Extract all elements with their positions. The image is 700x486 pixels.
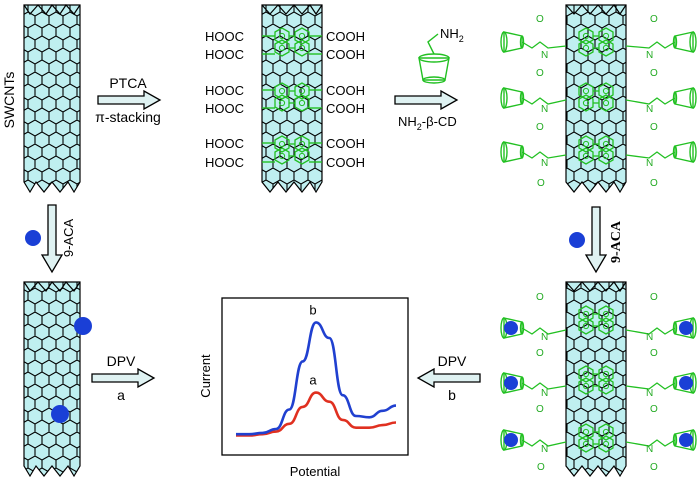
curve-label-a: a (309, 373, 317, 388)
curve-a (235, 391, 397, 437)
svg-text:N: N (541, 444, 548, 455)
svg-text:COOH: COOH (326, 155, 365, 170)
svg-text:N: N (646, 158, 653, 169)
svg-text:N: N (646, 388, 653, 399)
svg-text:HOOC: HOOC (205, 29, 244, 44)
hooc-groups: HOOC HOOC HOOC HOOC HOOC HOOC (205, 29, 244, 170)
svg-text:N: N (646, 50, 653, 61)
pi-stacking-label: π-stacking (95, 109, 161, 125)
arrow-down-right (584, 206, 608, 274)
svg-text:O: O (650, 178, 658, 189)
swcnt-ptca (261, 4, 323, 194)
svg-text:N: N (541, 388, 548, 399)
svg-text:O: O (536, 404, 544, 415)
nh2-cd-icon (418, 33, 450, 84)
svg-text:COOH: COOH (326, 136, 365, 151)
svg-text:HOOC: HOOC (205, 47, 244, 62)
svg-text:HOOC: HOOC (205, 101, 244, 116)
svg-text:O: O (650, 68, 658, 79)
svg-text:O: O (650, 404, 658, 415)
dpv-a-label: DPV (107, 353, 136, 369)
arrow-dpv-a (91, 368, 155, 388)
svg-text:HOOC: HOOC (205, 83, 244, 98)
chart-xlabel: Potential (290, 464, 341, 479)
ptca-label: PTCA (109, 75, 147, 91)
aca-label-left: 9-ACA (61, 219, 76, 258)
aca-label-right: 9-ACA (609, 220, 624, 263)
curve-b (236, 321, 397, 436)
svg-text:N: N (541, 50, 548, 61)
cooh-groups: COOH COOH COOH COOH COOH COOH (326, 29, 365, 170)
nh2-label: NH2 (440, 26, 464, 44)
svg-text:O: O (650, 292, 658, 303)
svg-text:O: O (537, 178, 545, 189)
svg-text:O: O (650, 14, 658, 25)
amide-labels-bottom: O O O O O O O O N N N N N N (536, 292, 658, 473)
aca-molecule-right (569, 232, 585, 248)
svg-text:O: O (650, 348, 658, 359)
svg-text:O: O (536, 68, 544, 79)
swcnt-aca (23, 281, 92, 478)
svg-text:COOH: COOH (326, 101, 365, 116)
swcnt-cd-aca (500, 281, 697, 478)
svg-text:HOOC: HOOC (205, 136, 244, 151)
svg-text:COOH: COOH (326, 83, 365, 98)
curve-label-b: b (309, 302, 316, 317)
svg-text:O: O (650, 122, 658, 133)
svg-text:N: N (541, 158, 548, 169)
svg-text:O: O (537, 462, 545, 473)
swcnts-label: SWCNTs (1, 72, 17, 129)
amide-labels-top: O O O O O O O O N N N N N N (536, 14, 658, 189)
dpv-a-sub: a (117, 387, 125, 403)
svg-text:N: N (541, 332, 548, 343)
svg-text:HOOC: HOOC (205, 155, 244, 170)
swcnt-bare-top (23, 4, 81, 194)
chart-ylabel: Current (198, 354, 213, 398)
svg-text:O: O (536, 348, 544, 359)
svg-text:O: O (536, 292, 544, 303)
dpv-chart: a b Current Potential (198, 297, 409, 479)
svg-text:O: O (536, 122, 544, 133)
svg-text:O: O (650, 462, 658, 473)
swcnt-cd-top (500, 4, 697, 194)
svg-text:N: N (646, 332, 653, 343)
svg-text:COOH: COOH (326, 47, 365, 62)
nh2-cd-label: NH2-β-CD (398, 114, 457, 132)
arrow-cd (394, 90, 458, 110)
svg-text:O: O (536, 14, 544, 25)
arrow-ptca (97, 90, 161, 110)
svg-text:N: N (646, 104, 653, 115)
arrow-dpv-b (416, 367, 481, 389)
svg-text:COOH: COOH (326, 29, 365, 44)
svg-text:N: N (541, 104, 548, 115)
svg-text:N: N (646, 444, 653, 455)
dpv-b-sub: b (448, 387, 456, 403)
aca-molecule-left (25, 230, 41, 246)
arrow-down-left (40, 204, 64, 274)
dpv-b-label: DPV (438, 353, 467, 369)
